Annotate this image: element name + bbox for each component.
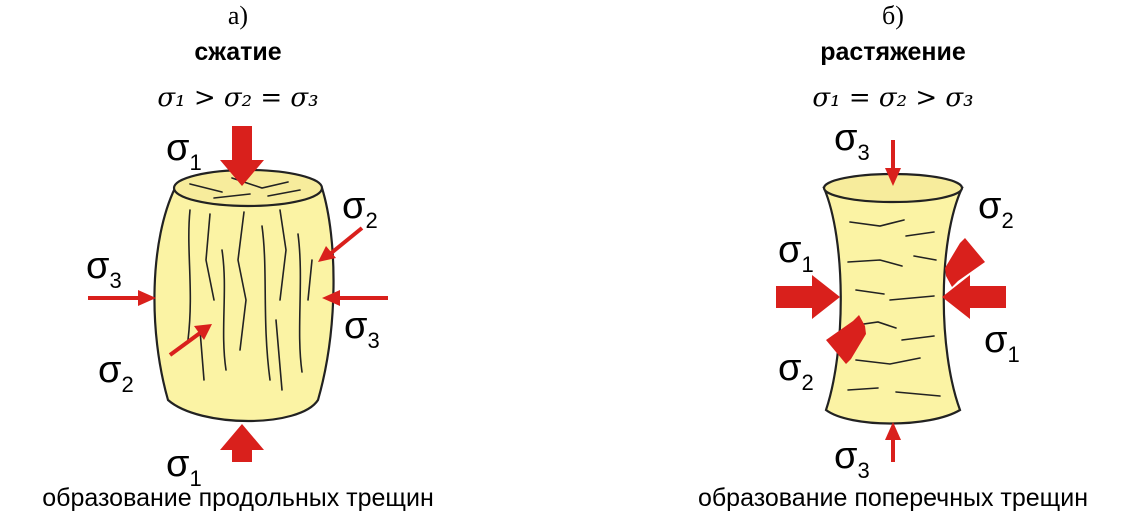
label-right-upper-sigma: σ2 [978, 185, 1014, 233]
panel-b-caption: образование поперечных трещин [698, 484, 1088, 512]
panel-a-title: сжатие [194, 38, 281, 66]
panel-b-title: растяжение [820, 38, 966, 66]
panel-a-formula: σ₁ > σ₂ = σ₃ [157, 83, 318, 113]
label-left-lower-sigma: σ2 [98, 349, 134, 397]
compressed-sample [154, 170, 333, 421]
label-right-lower-sigma: σ1 [984, 319, 1020, 367]
label-right-upper-sigma: σ2 [342, 185, 378, 233]
label-right-lower-sigma: σ3 [344, 305, 380, 353]
label-bottom-sigma: σ3 [834, 435, 870, 483]
arrow-bottom-sigma1 [220, 424, 264, 462]
arrow-bottom-sigma3 [885, 422, 901, 462]
panel-compression: а) сжатие σ₁ > σ₂ = σ₃ [42, 1, 434, 512]
label-left-sigma: σ3 [86, 245, 122, 293]
arrow-left-sigma3 [88, 290, 156, 306]
panel-tension: б) растяжение σ₁ = σ₂ > σ₃ [698, 1, 1088, 512]
stretched-sample [824, 174, 962, 424]
arrow-left-sigma1 [776, 275, 840, 319]
panel-b-formula: σ₁ = σ₂ > σ₃ [812, 83, 973, 113]
label-top-sigma: σ3 [834, 117, 870, 165]
panel-b-letter: б) [882, 1, 904, 30]
label-left-lower-sigma: σ2 [778, 347, 814, 395]
panel-a-caption: образование продольных трещин [42, 484, 434, 512]
label-left-sigma: σ1 [778, 229, 814, 277]
panel-a-letter: а) [228, 1, 248, 30]
label-top-sigma: σ1 [166, 127, 202, 175]
